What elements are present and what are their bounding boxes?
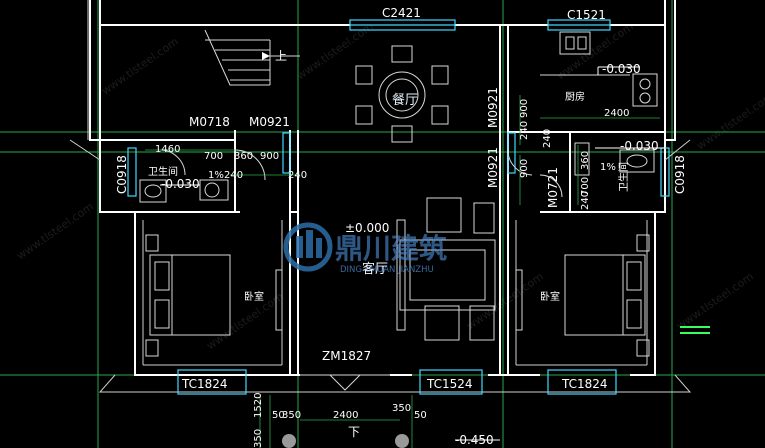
staircase [204,29,300,86]
label-living: 客厅 [362,261,388,277]
label-tc1824-left: TC1824 [181,377,228,391]
svg-text:www.tlsteel.com: www.tlsteel.com [99,35,181,98]
label-m0921-a: M0921 [249,115,290,129]
logo-pinyin: DING CHUAN JIANZHU [340,265,434,275]
label-m0721: M0721 [546,167,560,208]
bed-right [515,234,650,357]
label-m0921-c: M0921 [486,147,500,188]
label-c0918-left: C0918 [115,155,129,194]
svg-text:www.tlsteel.com: www.tlsteel.com [694,90,765,153]
label-c1521: C1521 [567,8,606,22]
label-m0921-b: M0921 [486,87,500,128]
logo-chinese: 鼎川建筑 [335,232,447,265]
dim-900-a: 900 [260,151,279,162]
dim-2400: 2400 [604,108,629,119]
dim-1520: 1520 [253,393,264,418]
dim-240-b: 240 [288,170,307,181]
living-sofa-set [396,197,496,341]
label-bath-right: 卫生间 [617,162,630,192]
dim-50-a: 50 [272,410,285,421]
dim-1460: 1460 [155,144,180,155]
svg-text:www.tlsteel.com: www.tlsteel.com [464,270,546,333]
bathroom-fixtures [139,142,655,203]
dim-900-c: 900 [519,159,530,178]
label-c0918-right: C0918 [673,155,687,194]
level-living: ±0.000 [345,221,389,235]
brand-logo: 鼎川建筑 DING CHUAN JIANZHU [283,222,447,275]
bottom-entrance-steps [259,395,413,448]
dim-700-a: 700 [204,151,223,162]
dim-350-c: 350 [253,429,264,448]
room-labels: 上 餐厅 厨房 卫生间 卫生间 客厅 卧室 卧室 下 [148,49,630,439]
label-bedroom-right: 卧室 [540,290,560,303]
label-bath-left: 卫生间 [148,165,178,178]
window-tc1824-right [547,369,617,395]
label-tc1524: TC1524 [426,377,473,391]
dim-350-a: 350 [282,410,301,421]
label-kitchen: 厨房 [565,90,585,103]
slope-bath-right: 1% [600,162,616,173]
dim-900-b: 900 [519,99,530,118]
dim-240-d: 240 [542,129,553,148]
label-dining: 餐厅 [392,92,418,108]
dim-240-e: 240 [580,191,591,210]
dining-table [355,45,449,143]
level-outside: -0.450 [455,433,494,447]
svg-text:www.tlsteel.com: www.tlsteel.com [674,270,756,333]
dim-350-b: 350 [392,403,411,414]
window-tc1524 [419,369,483,395]
dimension-labels: 1460 700 360 900 240 240 2400 900 240 24… [155,99,629,448]
level-labels: -0.030 -0.030 -0.030 ±0.000 -0.450 1% 1% [161,62,659,447]
opening-labels: C2421 C1521 C0918 C0918 TC1824 TC1524 TC… [115,6,687,391]
svg-text:www.tlsteel.com: www.tlsteel.com [14,200,96,263]
level-bath-right: -0.030 [620,139,659,153]
dim-240-a: 240 [224,170,243,181]
window-c0918-left [127,147,137,197]
dim-2400-bottom: 2400 [333,410,358,421]
windows [127,19,670,395]
svg-text:www.tlsteel.com: www.tlsteel.com [294,20,376,83]
bed-left [145,234,283,357]
label-bedroom-left: 卧室 [244,290,264,303]
label-c2421: C2421 [382,6,421,20]
dim-240-c: 240 [519,121,530,140]
label-m0718: M0718 [189,115,230,129]
label-tc1824-right: TC1824 [561,377,608,391]
exterior-walls [69,0,692,393]
dim-360-b: 360 [580,151,591,170]
level-bath-left: -0.030 [161,177,200,191]
label-up: 上 [275,49,287,63]
label-zm1827: ZM1827 [322,349,371,363]
kitchen-fixtures [540,31,658,107]
window-tc1824-left [177,369,247,395]
dim-360-a: 360 [234,151,253,162]
dimension-lines [145,66,665,441]
dim-700-b: 700 [580,177,591,196]
slope-bath-left: 1% [208,170,224,181]
label-down: 下 [348,425,360,439]
dim-50-b: 50 [414,410,427,421]
level-kitchen: -0.030 [602,62,641,76]
